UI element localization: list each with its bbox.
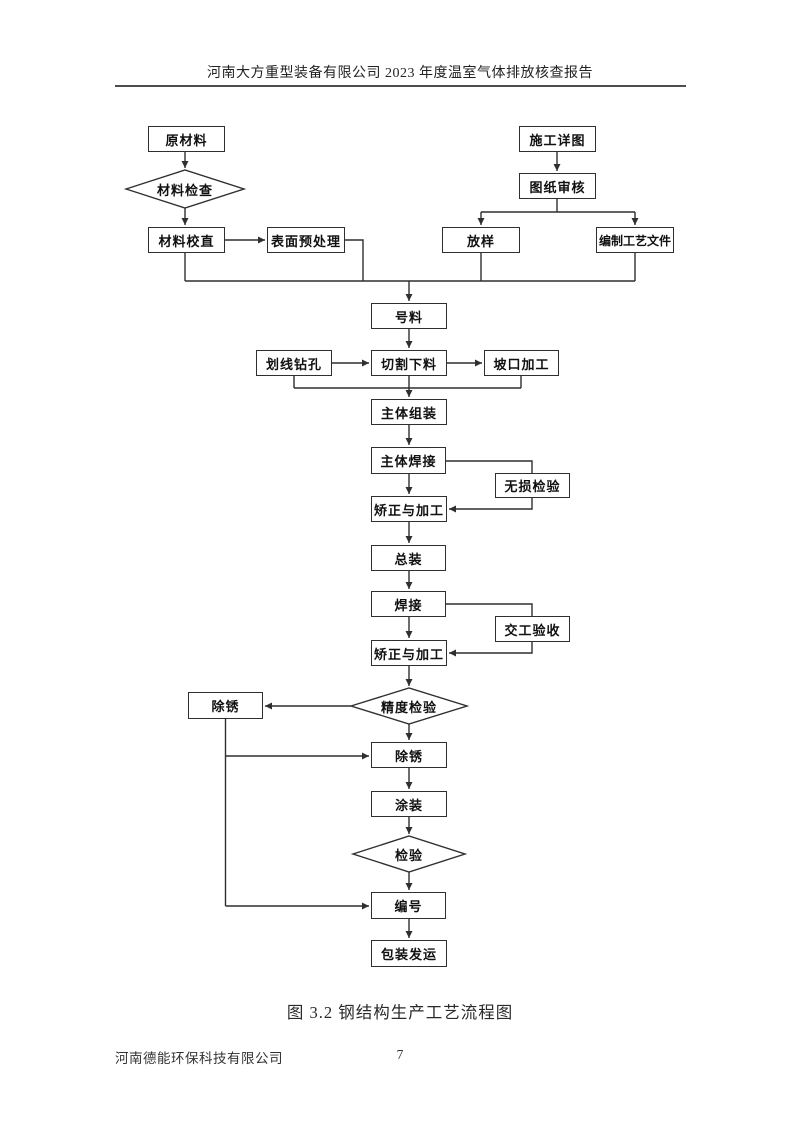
final-inspection-diamond <box>350 835 468 873</box>
flow-node-derusting: 除锈 <box>371 742 447 768</box>
flow-node-construction-drawing: 施工详图 <box>519 126 596 152</box>
connector-lines <box>181 152 639 938</box>
flow-node-precision-inspection: 精度检验 <box>380 700 437 716</box>
flow-node-surface-pretreatment: 表面预处理 <box>267 227 345 253</box>
flow-node-lofting: 放样 <box>442 227 520 253</box>
flow-node-cutting: 切割下料 <box>371 350 447 376</box>
flow-node-line-drilling: 划线钻孔 <box>256 350 332 376</box>
flow-node-marking: 号料 <box>371 303 447 329</box>
flow-node-derusting-left: 除锈 <box>188 692 263 719</box>
flow-node-material-straighten: 材料校直 <box>148 227 225 253</box>
flow-node-welding: 焊接 <box>371 591 446 617</box>
material-check-diamond <box>123 169 247 209</box>
footer-company: 河南德能环保科技有限公司 <box>115 1051 283 1066</box>
page-header-title: 河南大方重型装备有限公司 2023 年度温室气体排放核查报告 <box>207 66 593 81</box>
flow-node-material-check: 材料检查 <box>156 183 213 199</box>
flow-node-raw-material: 原材料 <box>148 126 225 152</box>
footer-page-number: 7 <box>396 1047 404 1062</box>
flow-node-correction-processing-2: 矫正与加工 <box>371 640 447 666</box>
flow-node-final-inspection: 检验 <box>394 848 423 864</box>
flow-node-ndt-inspection: 无损检验 <box>495 473 570 498</box>
flow-node-packing-shipping: 包装发运 <box>371 940 447 967</box>
flow-node-general-assembly: 总装 <box>371 545 446 571</box>
header-rule <box>115 85 686 87</box>
flow-node-main-welding: 主体焊接 <box>371 447 446 474</box>
flow-node-painting: 涂装 <box>371 791 447 817</box>
flow-node-correction-processing-1: 矫正与加工 <box>371 496 447 522</box>
flow-node-groove-processing: 坡口加工 <box>484 350 559 376</box>
flow-node-handover-acceptance: 交工验收 <box>495 616 570 642</box>
flow-node-numbering: 编号 <box>371 892 446 919</box>
precision-inspection-diamond <box>348 687 470 725</box>
flow-node-drawing-review: 图纸审核 <box>519 173 596 199</box>
figure-caption: 图 3.2 钢结构生产工艺流程图 <box>286 1003 514 1022</box>
flow-node-process-documents: 编制工艺文件 <box>596 227 674 253</box>
flow-node-main-assembly: 主体组装 <box>371 399 447 425</box>
